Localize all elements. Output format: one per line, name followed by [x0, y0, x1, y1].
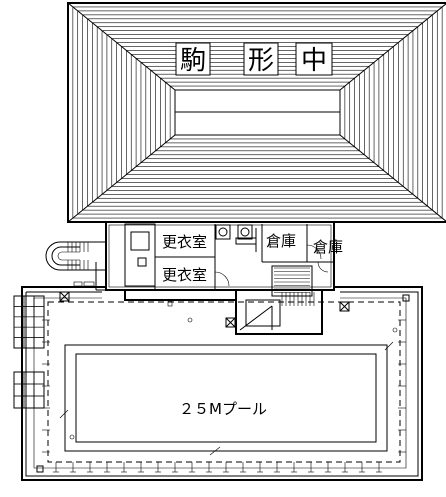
storage-label-1: 倉庫 — [266, 232, 296, 250]
title-char-3: 中 — [301, 46, 327, 76]
roof — [67, 2, 446, 223]
central-staircase — [235, 265, 323, 335]
pool-label: ２５Mプール — [179, 400, 267, 418]
title-char-1: 駒 — [180, 46, 206, 76]
annex-building — [105, 221, 335, 291]
changing-room-label-1: 更衣室 — [162, 233, 207, 251]
spiral-staircase — [45, 241, 106, 291]
storage-label-2: 倉庫 — [313, 238, 343, 256]
building-title: 駒 形 中 — [175, 42, 333, 76]
locker-grid — [13, 295, 45, 409]
title-char-2: 形 — [248, 46, 274, 76]
swimming-pool — [64, 344, 388, 452]
changing-room-label-2: 更衣室 — [162, 266, 207, 284]
pool-deck — [21, 281, 423, 481]
